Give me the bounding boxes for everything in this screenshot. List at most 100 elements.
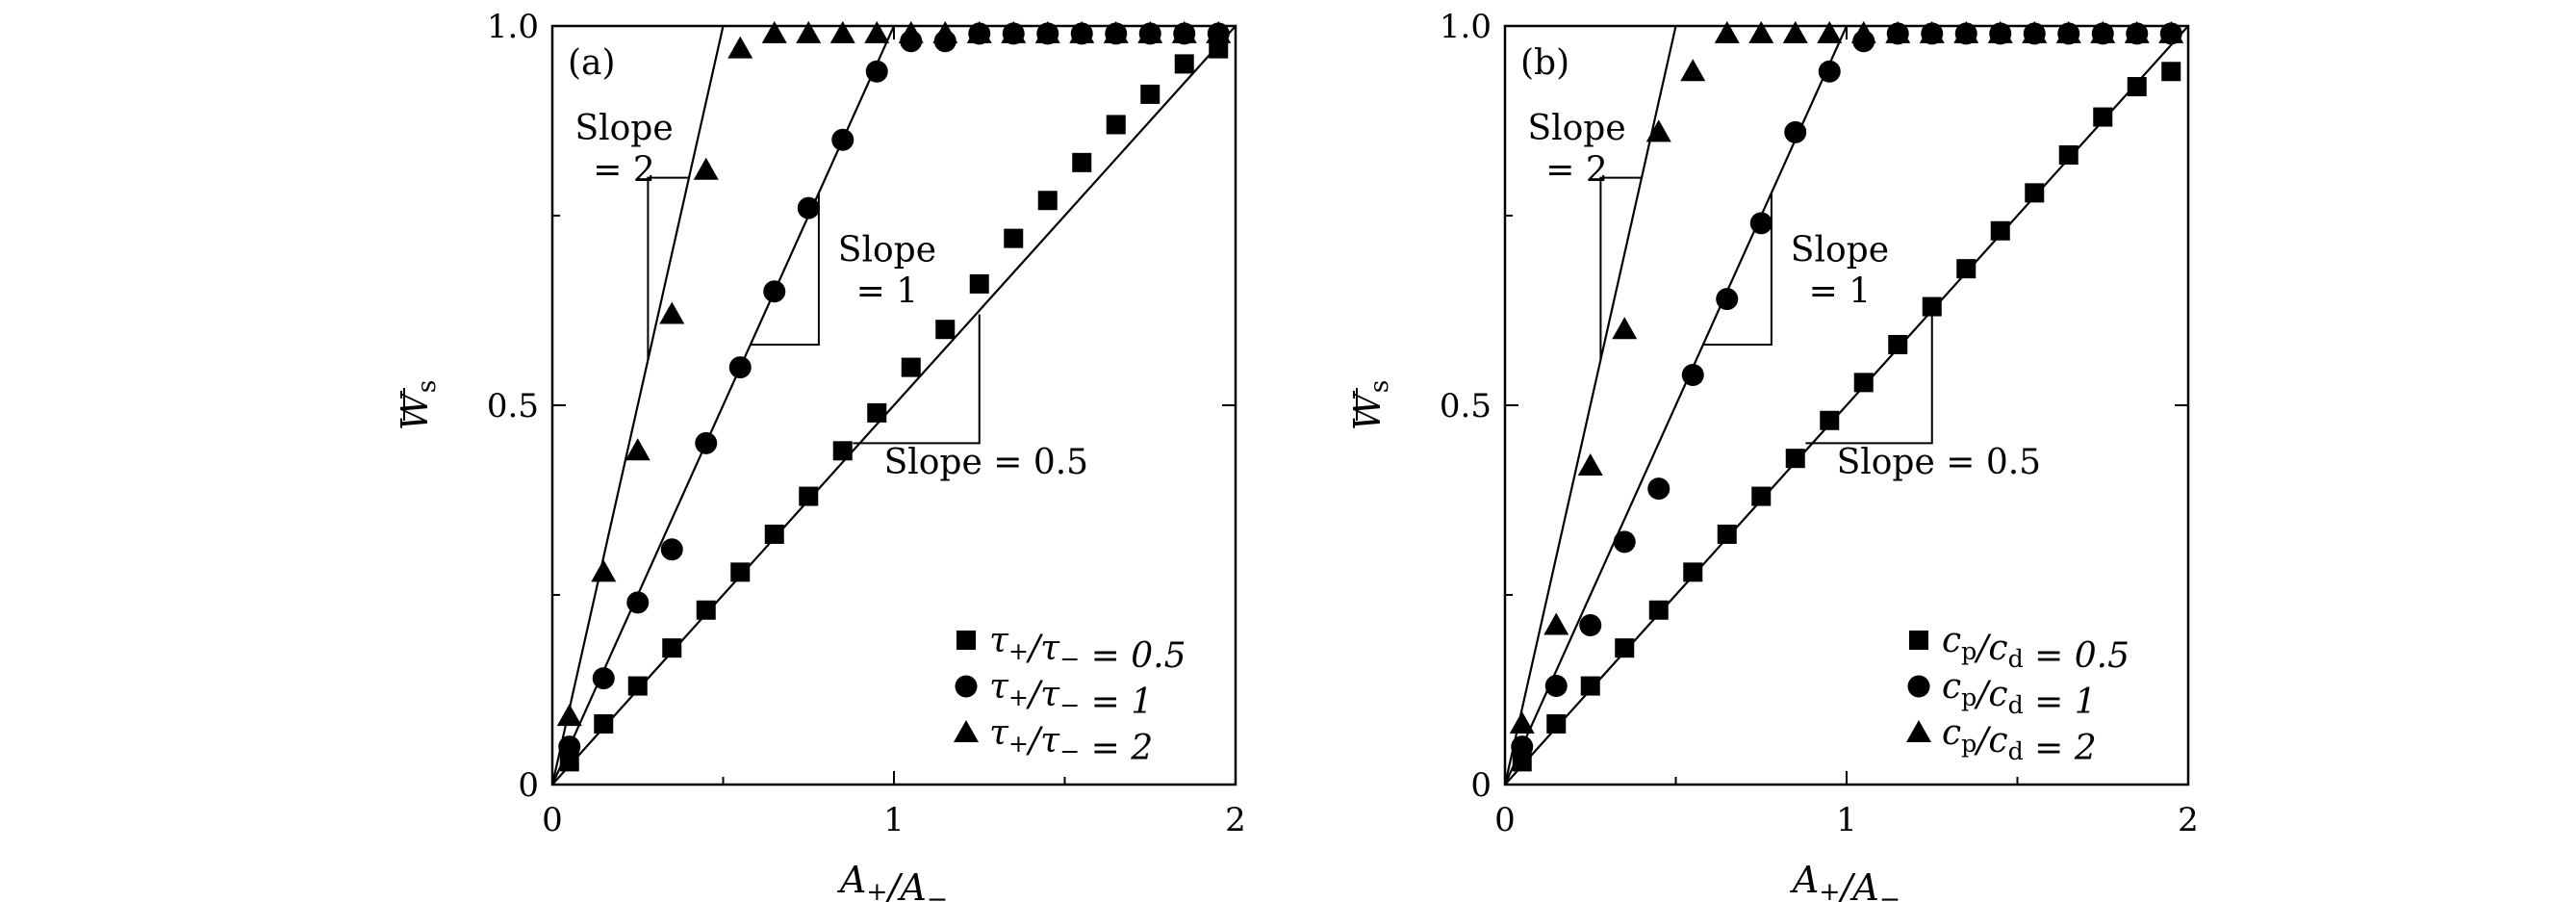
point-square [627,676,648,696]
point-triangle [864,20,890,43]
legend-marker-triangle [1906,720,1931,742]
y-tick-label: 1.0 [1440,8,1492,46]
point-circle [1579,614,1602,637]
point-square [1853,373,1874,393]
slope-1-bracket [750,193,820,346]
y-axis-label: Ws [1346,380,1394,431]
fit-line-slope-2 [1505,26,1677,785]
point-square [2127,77,2147,97]
legend-label: τ+/τ− = 0.5 [989,621,1186,676]
point-circle [660,538,683,561]
point-square [1546,713,1567,734]
annot-slope-1-line2: = 1 [856,272,919,312]
point-triangle [591,559,617,582]
point-square [730,562,751,582]
point-circle [728,356,752,379]
point-circle [1544,675,1568,698]
point-square [1785,449,1805,469]
point-triangle [1137,20,1163,43]
point-triangle [2055,20,2081,43]
annot-slope-1-line2: = 1 [1809,272,1872,312]
slope-05-bracket [1805,314,1933,445]
point-triangle [1069,20,1095,43]
point-triangle [1919,20,1945,43]
y-axis-label: Ws [394,380,442,431]
legend-marker-square [956,631,976,650]
point-triangle [2090,20,2116,43]
annot-slope-05: Slope = 0.5 [1837,443,2042,482]
point-triangle [898,20,924,43]
point-circle [1511,735,1534,759]
legend-marker-circle [955,675,978,698]
point-square [1615,638,1635,658]
annot-slope-05: Slope = 0.5 [884,443,1089,482]
point-square [662,638,682,658]
annot-slope-2-line2: = 2 [593,151,655,191]
x-axis-label: A+/A− [1790,859,1900,902]
point-square [764,524,784,544]
point-square [1209,39,1229,59]
point-circle [695,431,718,454]
point-triangle [796,20,822,43]
point-triangle [2124,20,2150,43]
fit-line-slope-2 [552,26,725,785]
point-triangle [1680,59,1706,82]
point-circle [1784,120,1807,143]
point-square [1820,410,1840,430]
point-triangle [693,157,719,180]
point-square [2161,62,2181,82]
y-tick-label: 1.0 [487,8,539,46]
point-square [867,402,887,423]
point-circle [865,60,888,83]
point-triangle [1103,20,1129,43]
y-tick-label: 0.5 [1440,387,1492,425]
series-triangle [556,20,1232,727]
point-circle [1749,212,1773,235]
point-triangle [1034,20,1060,43]
point-triangle [1885,20,1911,43]
point-triangle [1206,20,1232,43]
point-square [1683,562,1703,582]
point-square [1888,334,1908,354]
legend-label: cp/cd = 2 [1942,713,2097,768]
point-triangle [625,438,650,461]
fit-line-slope-1 [1505,26,1849,785]
panel-tag: (b) [1520,43,1569,83]
point-square [1717,524,1737,544]
panel-tag: (a) [568,43,616,83]
slope-2-bracket [647,176,689,360]
point-square [1174,54,1194,74]
slope-1-bracket [1702,193,1773,346]
legend-label: τ+/τ− = 2 [989,713,1153,768]
point-triangle [1748,20,1774,43]
point-circle [831,128,854,151]
point-square [1037,191,1058,211]
point-square [2058,144,2079,165]
legend-label: cp/cd = 0.5 [1942,621,2130,676]
point-triangle [761,20,787,43]
x-tick-label: 2 [1225,801,1246,839]
legend-marker-triangle [954,720,979,742]
slope-05-bracket [853,314,981,445]
point-triangle [1509,710,1535,734]
point-circle [558,735,581,759]
point-circle [1716,288,1739,311]
point-triangle [1171,20,1197,43]
point-square [1106,115,1126,135]
point-triangle [1543,612,1569,635]
series-square [1512,62,2181,772]
point-triangle [932,20,958,43]
slope-brackets [1599,176,1933,445]
point-square [1956,259,1977,279]
legend-label: cp/cd = 1 [1942,667,2097,722]
point-square [594,713,614,734]
y-tick-label: 0.5 [487,387,539,425]
point-circle [763,280,786,303]
point-circle [1818,60,1841,83]
point-triangle [1645,119,1671,142]
point-square [969,273,989,294]
point-square [1140,84,1160,104]
x-tick-label: 0 [542,801,563,839]
